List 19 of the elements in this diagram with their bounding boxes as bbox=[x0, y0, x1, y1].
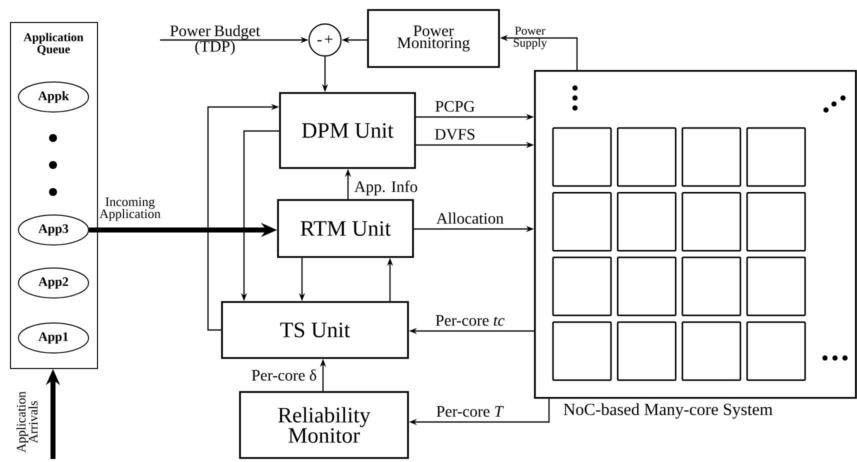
summing-junction: - + bbox=[308, 23, 342, 57]
unit-box: TS Unit bbox=[221, 301, 409, 359]
unit-box: DPM Unit bbox=[279, 92, 416, 169]
edge-label: Incoming Application bbox=[99, 197, 160, 221]
unit-box: Reliability Monitor bbox=[239, 391, 409, 459]
edge-label: DVFS bbox=[435, 128, 474, 140]
many-core-system: NoC-based Many-core System bbox=[534, 70, 857, 419]
edge-label: PCPG bbox=[435, 101, 475, 112]
unit-box: RTM Unit bbox=[277, 199, 414, 258]
edge-label: Per-core tc bbox=[436, 315, 505, 326]
edge-label: Application Arrivals bbox=[16, 392, 38, 453]
edge-label: Per-core T bbox=[436, 406, 504, 417]
edge-label: Power Budget (TDP) bbox=[170, 24, 260, 56]
edge-label: App. Info bbox=[354, 180, 418, 196]
node-label: NoC-based Many-core System bbox=[564, 403, 773, 419]
edge-label: Allocation bbox=[436, 212, 504, 224]
edge-label: Power Supply bbox=[514, 26, 547, 50]
edge-label: Per-core δ bbox=[252, 369, 316, 381]
unit-box: Power Monitoring bbox=[367, 9, 500, 68]
